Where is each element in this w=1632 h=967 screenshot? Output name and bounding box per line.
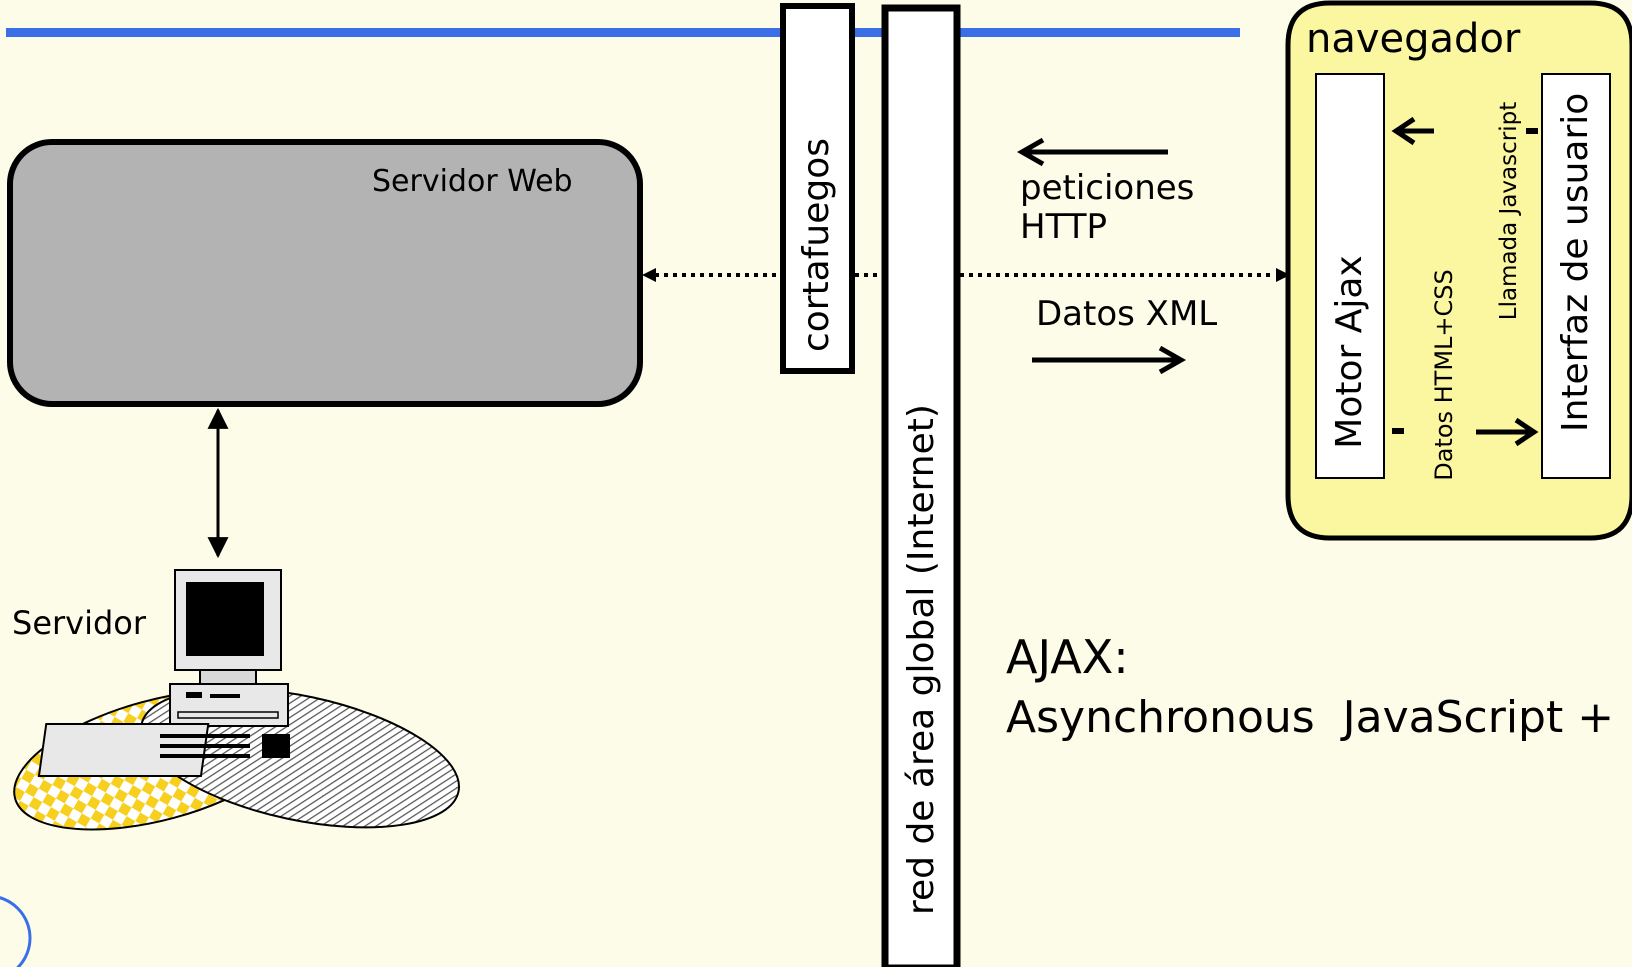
internet-label: red de área global (Internet) — [901, 404, 942, 915]
server-label: Servidor — [12, 604, 147, 642]
js-call-arrowhead — [1391, 116, 1416, 146]
web-server-label: Servidor Web — [372, 164, 573, 199]
computer-icon — [37, 569, 290, 777]
xml-data-label: Datos XML — [1036, 294, 1218, 334]
ajax-engine-box — [1315, 73, 1385, 479]
user-interface-label: Interfaz de usuario — [1555, 92, 1596, 432]
js-call-label: Llamada Javascript — [1496, 101, 1522, 321]
html-css-tick — [1392, 428, 1404, 434]
html-css-label: Datos HTML+CSS — [1430, 269, 1458, 481]
ajax-engine-label: Motor Ajax — [1329, 255, 1370, 449]
requests-arrowhead — [1016, 137, 1045, 167]
dotted-arrowhead-left — [642, 268, 656, 282]
top-rule — [6, 28, 1240, 37]
internet-bar — [881, 4, 961, 967]
firewall-bar — [780, 3, 855, 374]
web-server-box — [7, 139, 643, 407]
firewall-label: cortafuegos — [796, 137, 837, 353]
browser-title: navegador — [1306, 16, 1521, 62]
ajax-expansion: Asynchronous JavaScript + — [1006, 692, 1615, 743]
requests-label-line1: peticiones — [1020, 168, 1195, 208]
ajax-title: AJAX: — [1006, 630, 1129, 684]
user-interface-box — [1541, 73, 1611, 479]
xml-arrowhead — [1158, 345, 1187, 375]
dotted-arrowhead-right — [1276, 268, 1290, 282]
page-corner-circle — [0, 896, 32, 967]
js-call-tick — [1526, 128, 1538, 134]
requests-label-line2: HTTP — [1020, 207, 1108, 247]
html-css-arrowhead — [1514, 417, 1539, 447]
